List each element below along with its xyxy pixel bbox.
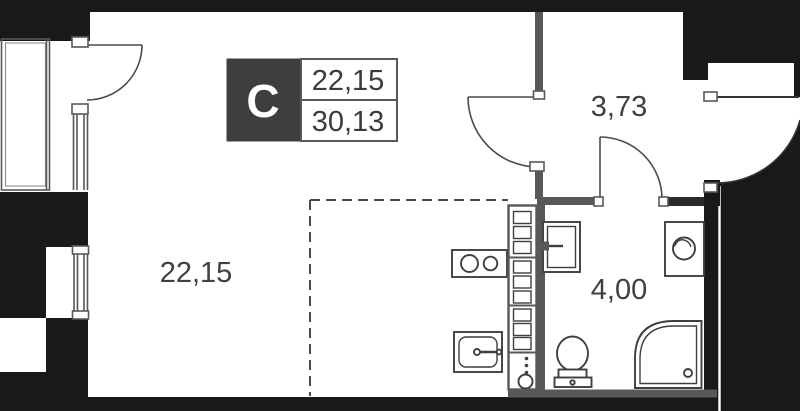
balcony bbox=[0, 36, 143, 191]
drain-icon bbox=[683, 368, 693, 378]
room-door-arc bbox=[467, 96, 538, 168]
bathroom-door bbox=[599, 136, 663, 201]
shaft-duct-cells bbox=[512, 210, 532, 351]
toilet bbox=[553, 335, 593, 388]
wall-end-caps bbox=[529, 90, 718, 207]
area-labels: 22,15 3,73 4,00 bbox=[160, 91, 648, 306]
legend-total-area-value: 30,13 bbox=[312, 106, 385, 138]
burner-icon bbox=[460, 254, 479, 273]
shower-cabin bbox=[634, 320, 703, 389]
balcony-door bbox=[86, 44, 143, 101]
washer-drum-icon bbox=[672, 236, 696, 261]
kitchen-zone-dashed-boundary bbox=[309, 199, 508, 396]
hallway-area-label: 3,73 bbox=[591, 91, 647, 123]
balcony-door-arc bbox=[86, 44, 143, 101]
entry-door bbox=[716, 96, 800, 184]
legend-living-area-value: 22,15 bbox=[312, 65, 385, 97]
bathroom-door-arc bbox=[599, 136, 663, 200]
entry-door-swing-area bbox=[717, 97, 800, 184]
window bbox=[46, 245, 90, 320]
entry-door-arc bbox=[716, 119, 800, 184]
legend-type-label: С bbox=[246, 75, 279, 127]
cooktop bbox=[451, 249, 508, 278]
bathroom-sink bbox=[538, 221, 581, 273]
room-door bbox=[467, 96, 538, 168]
burner-icon bbox=[482, 255, 499, 272]
washing-machine bbox=[664, 221, 705, 277]
bathroom-area-label: 4,00 bbox=[591, 274, 647, 306]
kitchen-sink bbox=[453, 331, 503, 373]
legend-total-area-cell bbox=[300, 99, 398, 142]
ventilation-shaft bbox=[507, 204, 538, 391]
legend-type-box bbox=[226, 58, 302, 142]
balcony-railing bbox=[0, 38, 51, 191]
main-room-area-label: 22,15 bbox=[160, 257, 233, 289]
plan-legend: С 22,15 30,13 bbox=[226, 58, 398, 142]
